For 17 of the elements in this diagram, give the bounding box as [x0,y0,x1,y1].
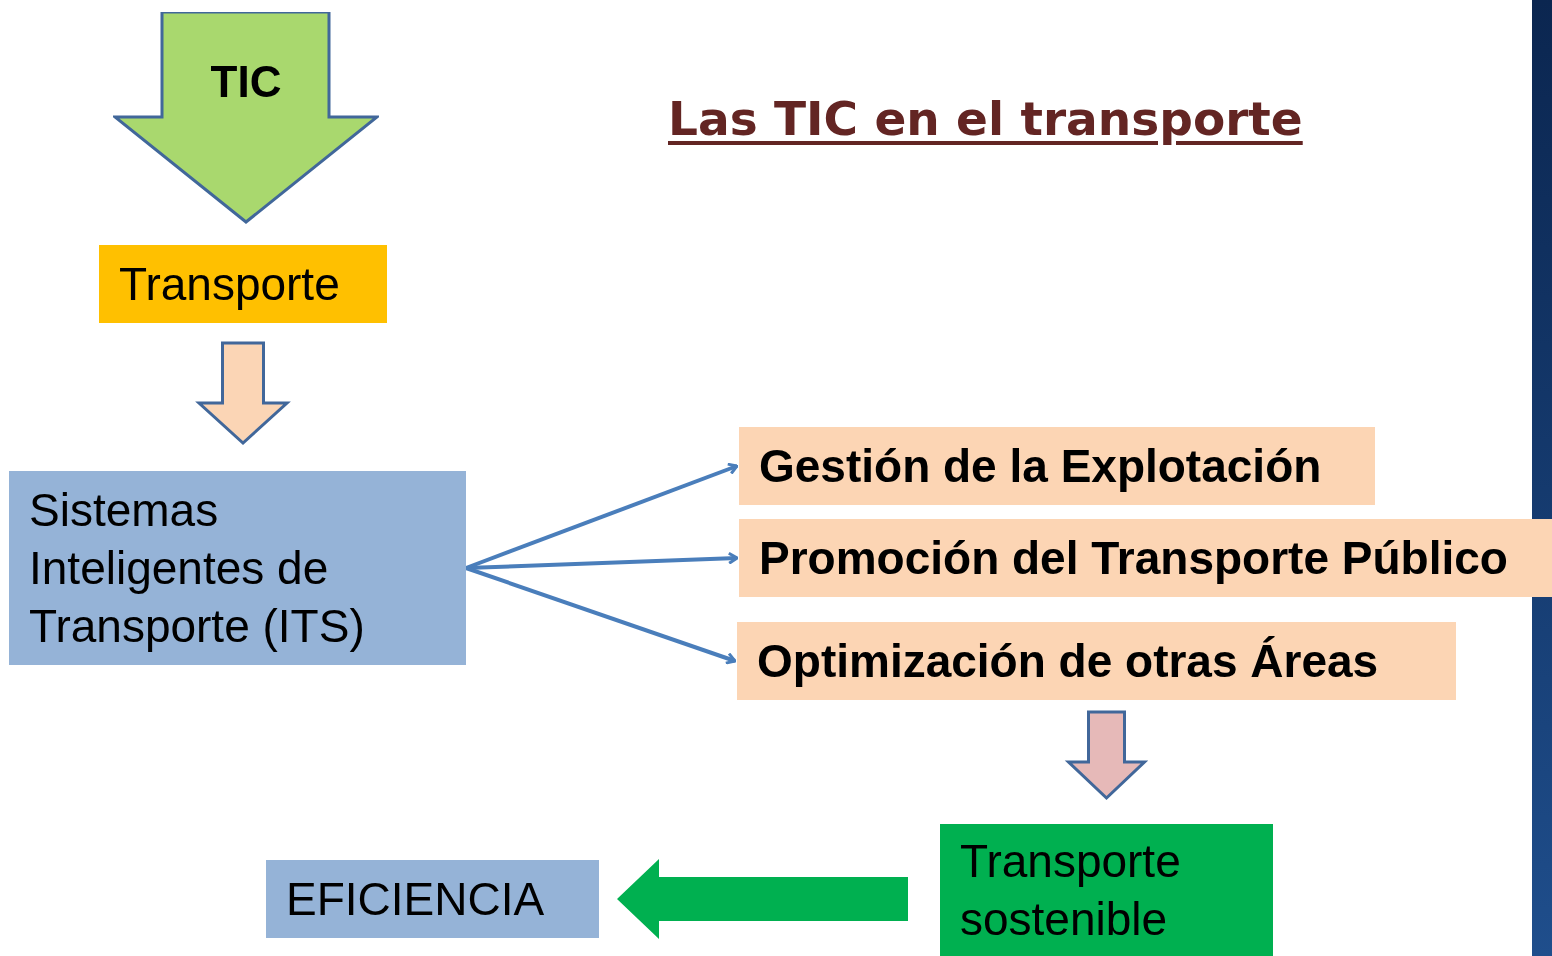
process-box [9,471,466,665]
node-label: TIC [209,60,283,104]
node-label: Sistemas Inteligentes de Transporte (ITS) [29,483,366,654]
block-arrow-shape [113,12,379,224]
process-box [940,824,1273,956]
process-box [739,427,1375,505]
block-arrow [1064,710,1149,801]
process-box [266,860,599,938]
block-arrow [617,859,908,939]
process-box [737,622,1456,700]
process-box [99,245,387,323]
block-arrow [195,341,291,446]
process-box [739,519,1552,597]
title: Las TIC en el transporte [668,90,1303,148]
arrow [465,566,737,665]
node-label: EFICIENCIA [286,876,545,922]
node-label: Transporte sostenible [960,834,1182,947]
